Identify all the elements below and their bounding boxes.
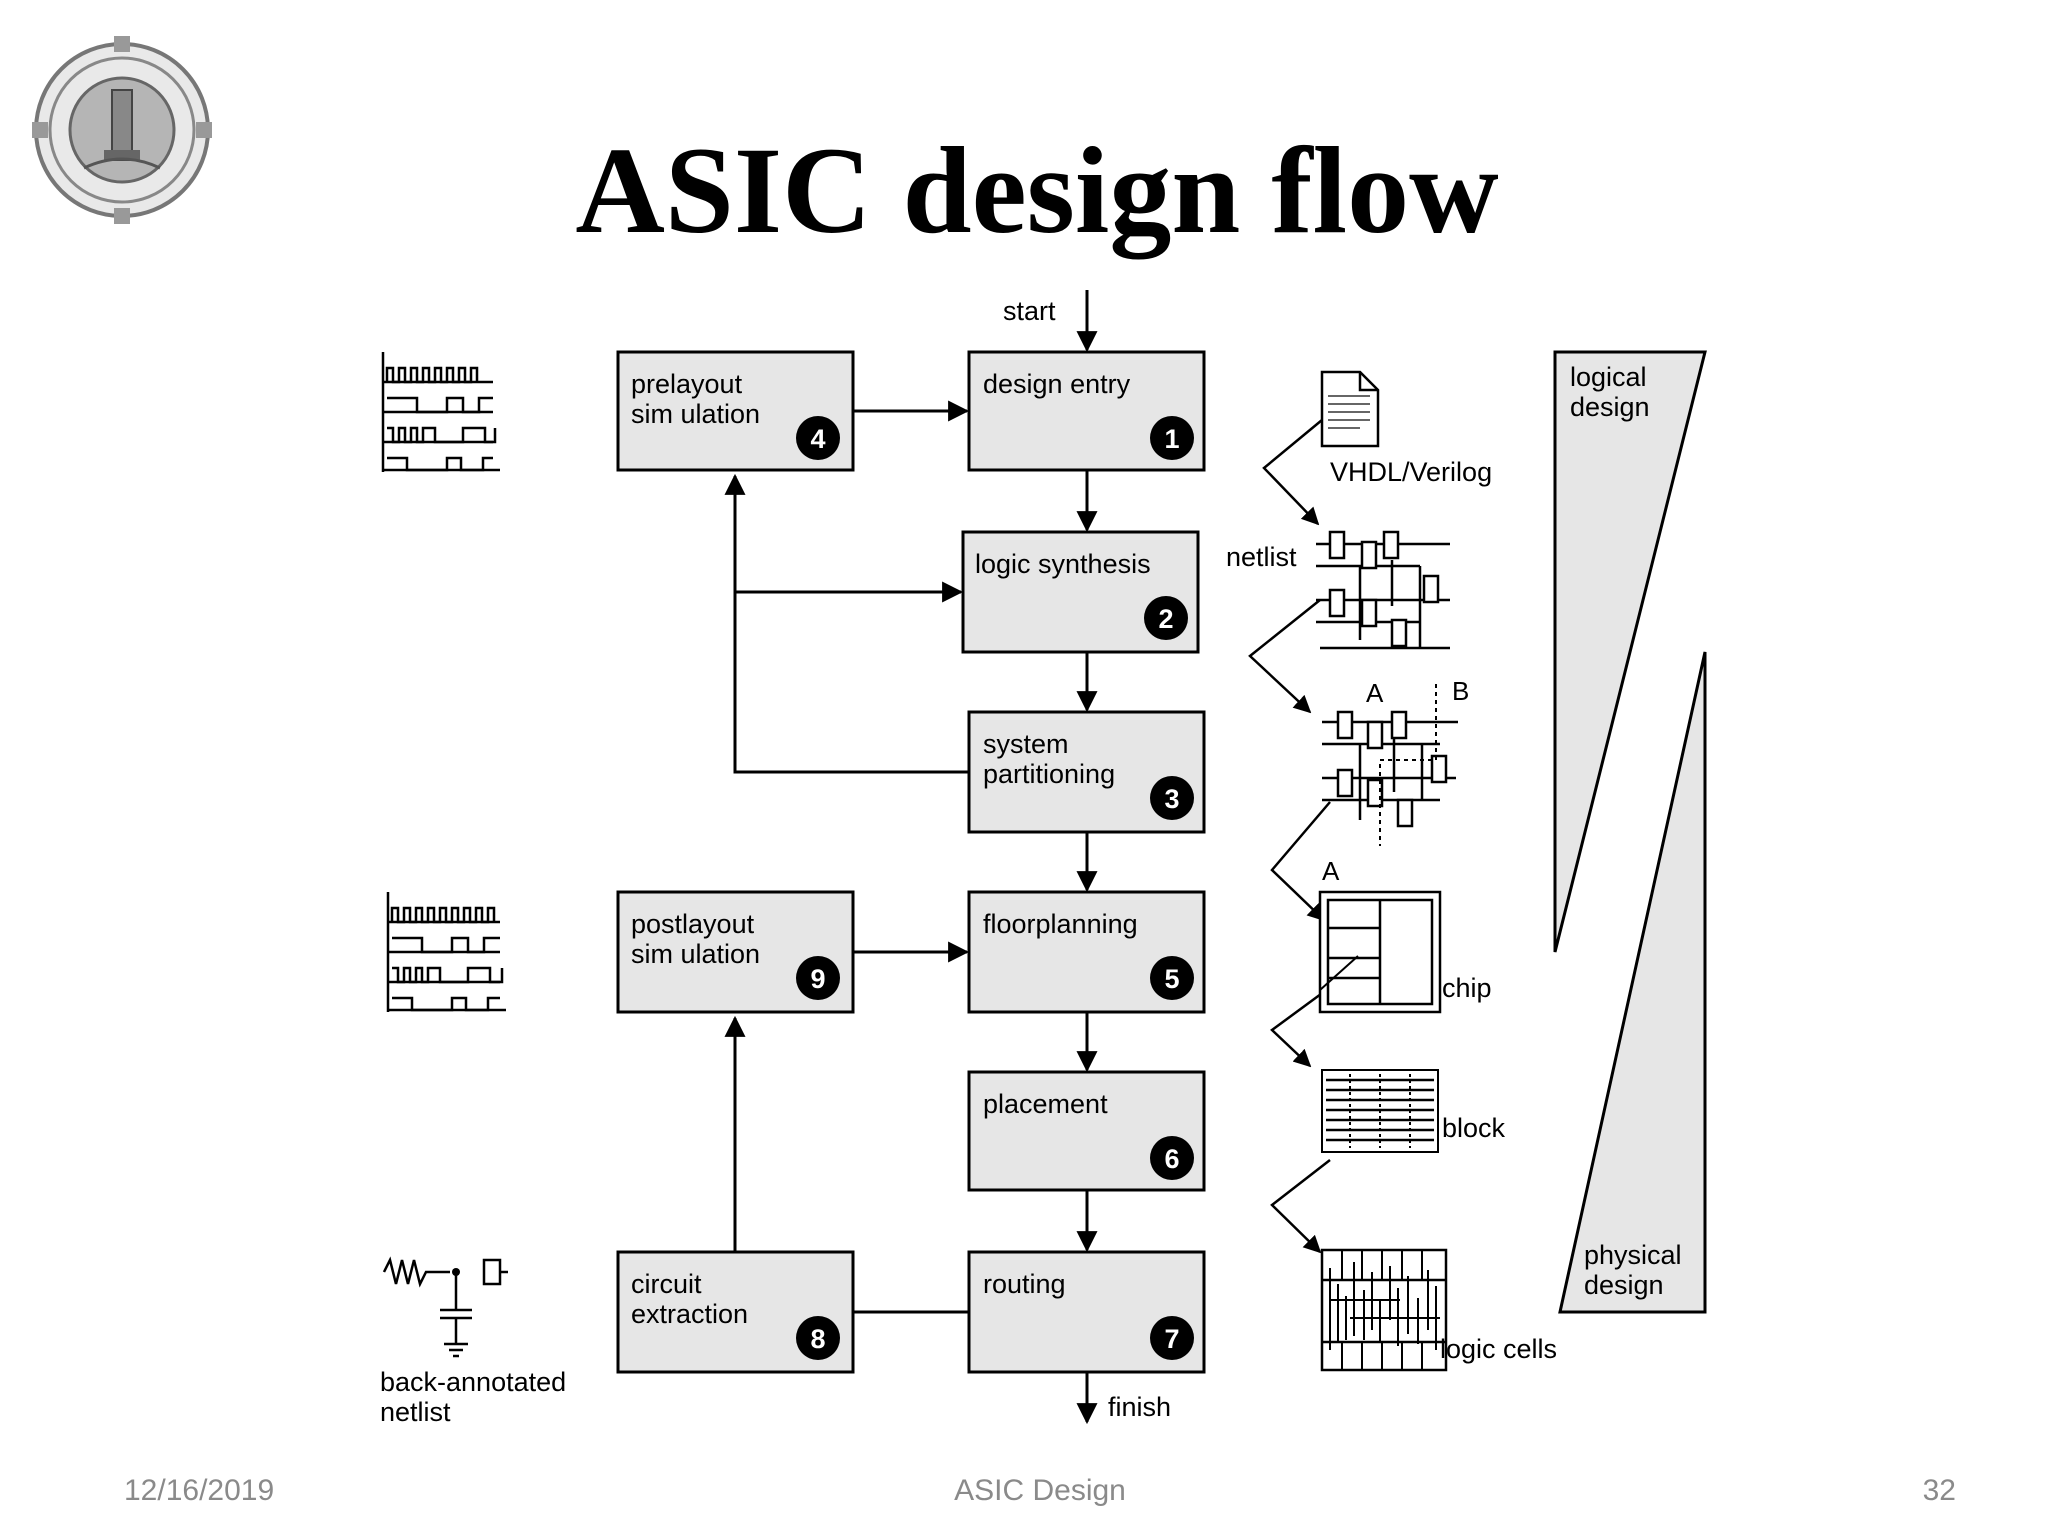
step-number-1: 1: [1164, 424, 1179, 454]
physical-design-band: physical design: [1558, 651, 1707, 1314]
logical-design-label-2: design: [1570, 392, 1650, 422]
slide-title: ASIC design flow: [575, 122, 1498, 260]
step-labels: design entry logic synthesis system part…: [631, 369, 1151, 1329]
step-number-4: 4: [810, 424, 825, 454]
chip-icon: [1318, 890, 1442, 1014]
flow-connectors: [724, 290, 1098, 1425]
chip-a-label: A: [1322, 856, 1340, 886]
step-number-badges: 1 2 3 4 5 6 7 8 9: [796, 416, 1194, 1360]
step-label-prelayout-simulation-2: sim ulation: [631, 399, 760, 429]
step-label-circuit-extraction-1: circuit: [631, 1269, 702, 1299]
physical-design-label-2: design: [1584, 1270, 1664, 1300]
netlist-label: netlist: [1226, 542, 1297, 572]
step-label-system-partitioning-2: partitioning: [983, 759, 1115, 789]
step-label-floorplanning: floorplanning: [983, 909, 1138, 939]
waveform-icon-prelayout: [381, 352, 500, 472]
step-label-routing: routing: [983, 1269, 1066, 1299]
footer-title: ASIC Design: [954, 1474, 1126, 1507]
logical-design-band: logical design: [1553, 350, 1707, 953]
waveform-icon-postlayout: [386, 892, 506, 1012]
step-number-8: 8: [810, 1324, 825, 1354]
back-annotated-label-2: netlist: [380, 1397, 451, 1427]
step-number-3: 3: [1164, 784, 1179, 814]
partitioned-netlist: [1322, 710, 1458, 828]
step-label-circuit-extraction-2: extraction: [631, 1299, 748, 1329]
vhdl-verilog-label: VHDL/Verilog: [1330, 457, 1492, 487]
block-label: block: [1442, 1113, 1506, 1143]
step-label-placement: placement: [983, 1089, 1108, 1119]
step-box-postlayout-simulation: [616, 890, 855, 1014]
step-label-prelayout-simulation-1: prelayout: [631, 369, 743, 399]
block-icon: [1321, 1069, 1439, 1153]
physical-design-label-1: physical: [1584, 1240, 1682, 1270]
rc-node-dot: [452, 1268, 460, 1276]
start-label: start: [1003, 296, 1056, 326]
step-label-design-entry: design entry: [983, 369, 1131, 399]
finish-label: finish: [1108, 1392, 1171, 1422]
step-number-7: 7: [1164, 1324, 1179, 1354]
university-logo: [32, 36, 212, 224]
side-connectors: [1248, 419, 1341, 1254]
logic-cells-label: logic cells: [1440, 1334, 1557, 1364]
partition-boundary: [1379, 684, 1437, 846]
footer-date: 12/16/2019: [124, 1474, 274, 1507]
step-number-9: 9: [810, 964, 825, 994]
back-annotated-label-1: back-annotated: [380, 1367, 566, 1397]
step-label-logic-synthesis: logic synthesis: [975, 549, 1151, 579]
footer-page-number: 32: [1923, 1474, 1956, 1507]
rc-network-icon: [382, 1256, 508, 1358]
partition-b-label: B: [1452, 676, 1469, 706]
step-number-2: 2: [1158, 604, 1173, 634]
step-label-system-partitioning-1: system: [983, 729, 1069, 759]
step-number-6: 6: [1164, 1144, 1179, 1174]
partition-a-label: A: [1366, 678, 1384, 708]
step-label-postlayout-simulation-2: sim ulation: [631, 939, 760, 969]
document-icon: [1320, 370, 1380, 448]
step-label-postlayout-simulation-1: postlayout: [631, 909, 755, 939]
netlist-schematic: [1316, 530, 1450, 650]
chip-label: chip: [1442, 973, 1492, 1003]
step-number-5: 5: [1164, 964, 1179, 994]
logical-design-label-1: logical: [1570, 362, 1647, 392]
logic-cells-icon: [1320, 1248, 1448, 1372]
